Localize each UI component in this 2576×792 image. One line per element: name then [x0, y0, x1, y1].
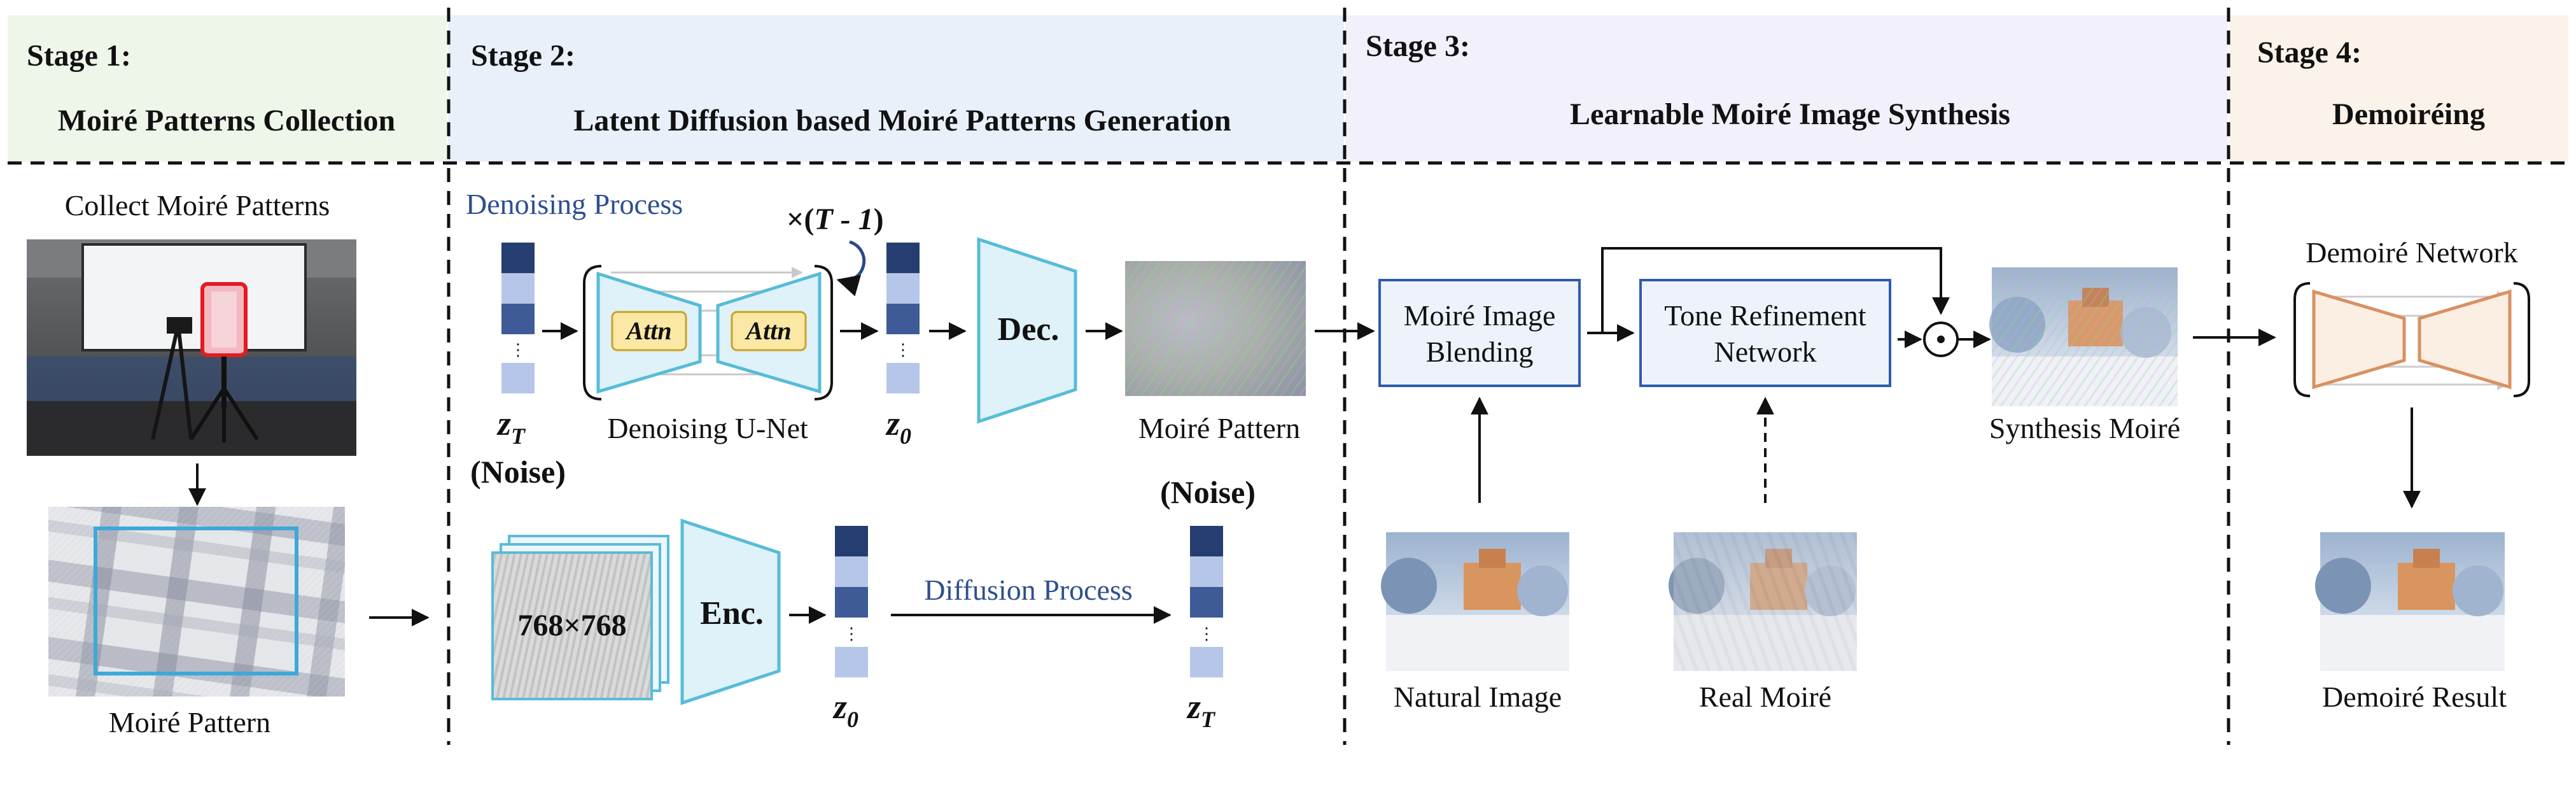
zT-bottom-symbol: zT: [1186, 688, 1216, 732]
demoire-decoder-shape: [2418, 289, 2512, 390]
stage1-title: Moiré Patterns Collection: [58, 104, 395, 138]
tone-line1: Tone Refinement: [1664, 299, 1866, 332]
latent-z0-bottom: ⋮: [835, 526, 868, 677]
moire-pattern-photo: [48, 507, 345, 697]
demoire-network-label: Demoiré Network: [2306, 236, 2517, 269]
diffusion-process-label: Diffusion Process: [924, 574, 1133, 606]
synthesis-moire-image: [1989, 267, 2178, 406]
denoising-unet: Attn Attn: [583, 265, 833, 400]
svg-text:⋮: ⋮: [895, 341, 911, 359]
loop-arrow: [836, 240, 866, 297]
demoire-result-image: [2315, 532, 2505, 671]
z0-top-symbol: z0: [885, 404, 911, 449]
blending-line2: Blending: [1426, 336, 1534, 368]
svg-text:⋮: ⋮: [510, 341, 526, 359]
tone-refinement-block: [1639, 279, 1891, 387]
skip-connection-arrow: [1601, 247, 1950, 333]
generated-pattern-label: Moiré Pattern: [1138, 412, 1300, 444]
stage4-title: Demoiréing: [2332, 97, 2485, 131]
stage2-label: Stage 2:: [471, 39, 575, 73]
latent-zT-top: ⋮: [501, 243, 535, 393]
real-moire-image: [1669, 532, 1857, 671]
demoire-result-label: Demoiré Result: [2322, 681, 2507, 713]
z0-bottom-symbol: z0: [832, 688, 858, 732]
attn-block-1: [611, 311, 687, 351]
crop-region: [94, 527, 298, 675]
attn-label-2: Attn: [744, 316, 791, 345]
real-moire-label: Real Moiré: [1699, 681, 1831, 713]
stage1-label: Stage 1:: [27, 39, 131, 73]
latent-z0-top: ⋮: [886, 243, 920, 393]
encoder-block: [680, 518, 781, 705]
resolution-label: 768×768: [517, 609, 626, 642]
stage4-header-bg: [2229, 15, 2568, 162]
synthesis-moire-label: Synthesis Moiré: [1989, 412, 2180, 444]
dec-label: Dec.: [998, 311, 1060, 348]
stage3-title: Learnable Moiré Image Synthesis: [1570, 97, 2010, 131]
multiply-dot-icon: [1937, 336, 1945, 343]
unet-right-bracket: [814, 265, 833, 400]
enc-label: Enc.: [700, 595, 764, 632]
stage3-header-bg: [1345, 15, 2228, 162]
tone-line2: Network: [1714, 336, 1817, 368]
stage3-label: Stage 3:: [1366, 29, 1470, 63]
denoising-unet-label: Denoising U-Net: [607, 412, 808, 444]
demoire-network: [2293, 282, 2530, 397]
unet-left-bracket: [583, 265, 602, 400]
moire-image-stack: [491, 535, 669, 700]
attn-block-2: [731, 311, 807, 351]
svg-text:⋮: ⋮: [1198, 625, 1215, 643]
latent-zT-bottom: ⋮: [1190, 526, 1223, 677]
noise-label-right: (Noise): [1160, 474, 1256, 510]
repeat-label: ×(T - 1): [787, 202, 884, 236]
stage4-label: Stage 4:: [2257, 36, 2362, 69]
natural-image-label: Natural Image: [1394, 681, 1562, 713]
collect-moire-label: Collect Moiré Patterns: [65, 189, 330, 222]
natural-image: [1381, 532, 1569, 671]
stage2-header-bg: [448, 15, 1344, 162]
decoder-block: [977, 237, 1077, 424]
svg-text:⋮: ⋮: [843, 625, 860, 643]
attn-label-1: Attn: [624, 316, 671, 345]
blending-line1: Moiré Image: [1404, 299, 1556, 332]
demoire-encoder-shape: [2312, 289, 2406, 390]
stage1-header-bg: [8, 15, 447, 162]
zT-top-symbol: zT: [496, 404, 526, 449]
generated-moire-pattern: [1125, 261, 1306, 396]
stage1-moire-pattern-label: Moiré Pattern: [109, 706, 270, 739]
noise-label-top: (Noise): [470, 454, 566, 490]
moire-blending-block: [1378, 279, 1581, 387]
camera-setup-photo: [27, 239, 356, 456]
denoising-process-label: Denoising Process: [466, 188, 683, 220]
stage2-title: Latent Diffusion based Moiré Patterns Ge…: [573, 104, 1231, 138]
